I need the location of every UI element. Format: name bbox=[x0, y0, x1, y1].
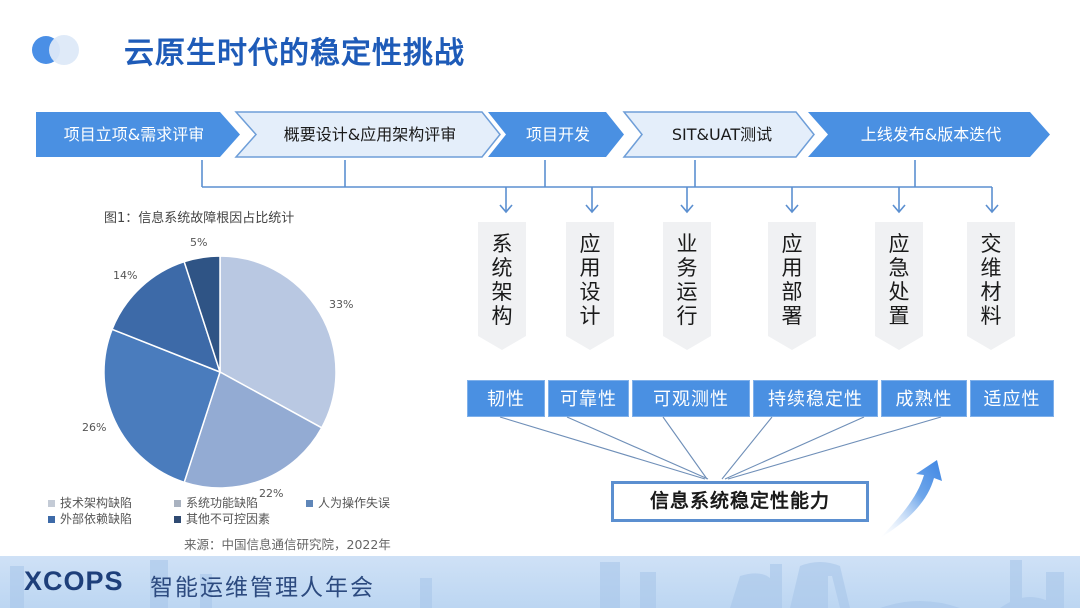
pie-label-22: 22% bbox=[259, 487, 284, 500]
pie-label-5: 5% bbox=[190, 236, 208, 249]
pie-slice-other bbox=[183, 255, 221, 373]
footer-subtitle: 智能运维管理人年会 bbox=[150, 575, 375, 601]
pie-slice-tech-architecture bbox=[219, 255, 337, 429]
attribute-resilience: 韧性 bbox=[467, 380, 545, 417]
attribute-maturity: 成熟性 bbox=[881, 380, 967, 417]
legend-item-system-function: 系统功能缺陷 bbox=[174, 494, 258, 511]
pie-label-26: 26% bbox=[82, 421, 107, 434]
stage-testing: SIT&UAT测试 bbox=[671, 125, 773, 144]
stage-release: 上线发布&版本迭代 bbox=[860, 125, 1002, 144]
legend-swatch bbox=[306, 500, 313, 507]
chart-title: 图1：信息系统故障根因占比统计 bbox=[104, 211, 295, 226]
chart-source: 来源：中国信息通信研究院，2022年 bbox=[184, 537, 391, 552]
upward-curved-arrow-icon bbox=[880, 460, 942, 538]
stage-shape-2 bbox=[234, 111, 501, 158]
area-business-operation: 业务运行 bbox=[676, 232, 698, 328]
pie-slice-system-function bbox=[183, 370, 323, 489]
legend-swatch bbox=[48, 516, 55, 523]
stage-design-review: 概要设计&应用架构评审 bbox=[283, 125, 457, 144]
area-application-deployment: 应用部署 bbox=[781, 232, 803, 328]
legend-item-human-error: 人为操作失误 bbox=[306, 494, 390, 511]
area-handover-materials: 交维材料 bbox=[980, 232, 1002, 328]
city-skyline-decoration bbox=[10, 560, 1064, 608]
legend-swatch bbox=[174, 500, 181, 507]
legend-swatch bbox=[48, 500, 55, 507]
stage-shape-3 bbox=[488, 112, 624, 157]
pie-label-14: 14% bbox=[113, 269, 138, 282]
attribute-reliability: 可靠性 bbox=[548, 380, 629, 417]
footer-banner: XCOPS 智能运维管理人年会 bbox=[0, 556, 1080, 608]
area-application-design: 应用设计 bbox=[579, 232, 601, 328]
legend-item-other: 其他不可控因素 bbox=[174, 510, 270, 527]
pie-slice-human-error bbox=[103, 328, 221, 484]
footer-brand-logo: XCOPS bbox=[24, 566, 124, 596]
stage-requirements-review: 项目立项&需求评审 bbox=[63, 125, 205, 144]
attribute-adaptability: 适应性 bbox=[970, 380, 1054, 417]
legend-item-tech-architecture: 技术架构缺陷 bbox=[48, 494, 132, 511]
stage-development: 项目开发 bbox=[525, 125, 590, 144]
attribute-continuous-stability: 持续稳定性 bbox=[753, 380, 878, 417]
area-banners bbox=[478, 222, 1015, 350]
stage-shape-4 bbox=[622, 111, 815, 158]
stability-capability-box: 信息系统稳定性能力 bbox=[611, 481, 869, 522]
page-title: 云原生时代的稳定性挑战 bbox=[124, 36, 465, 71]
overlapping-circles-icon bbox=[32, 35, 79, 65]
stage-shape-1 bbox=[36, 112, 240, 157]
process-flow bbox=[36, 111, 1050, 214]
stage-shape-5 bbox=[808, 112, 1050, 157]
area-emergency-response: 应急处置 bbox=[888, 232, 910, 328]
pie-label-33: 33% bbox=[329, 298, 354, 311]
area-system-architecture: 系统架构 bbox=[491, 232, 513, 328]
pie-chart bbox=[103, 255, 337, 489]
legend-item-external-dependency: 外部依赖缺陷 bbox=[48, 510, 132, 527]
attribute-observability: 可观测性 bbox=[632, 380, 750, 417]
legend-swatch bbox=[174, 516, 181, 523]
